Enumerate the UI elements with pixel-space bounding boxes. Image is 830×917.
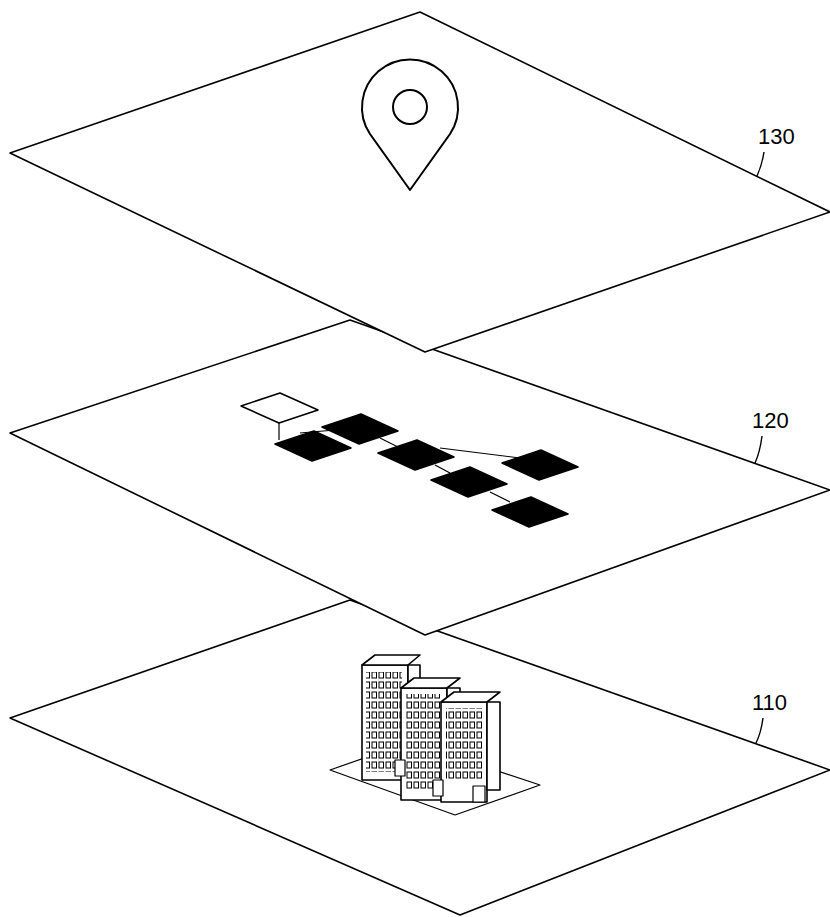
callout-number: 110 <box>752 692 787 714</box>
callout-number: 120 <box>752 410 789 432</box>
graph-layer <box>10 320 830 635</box>
callout-number: 130 <box>758 126 795 148</box>
leader-lines <box>755 152 764 743</box>
location-pin <box>362 59 458 190</box>
buildings <box>330 655 540 815</box>
base-layer <box>10 600 830 915</box>
graph-tiles <box>241 393 578 527</box>
map-layer <box>10 12 830 352</box>
